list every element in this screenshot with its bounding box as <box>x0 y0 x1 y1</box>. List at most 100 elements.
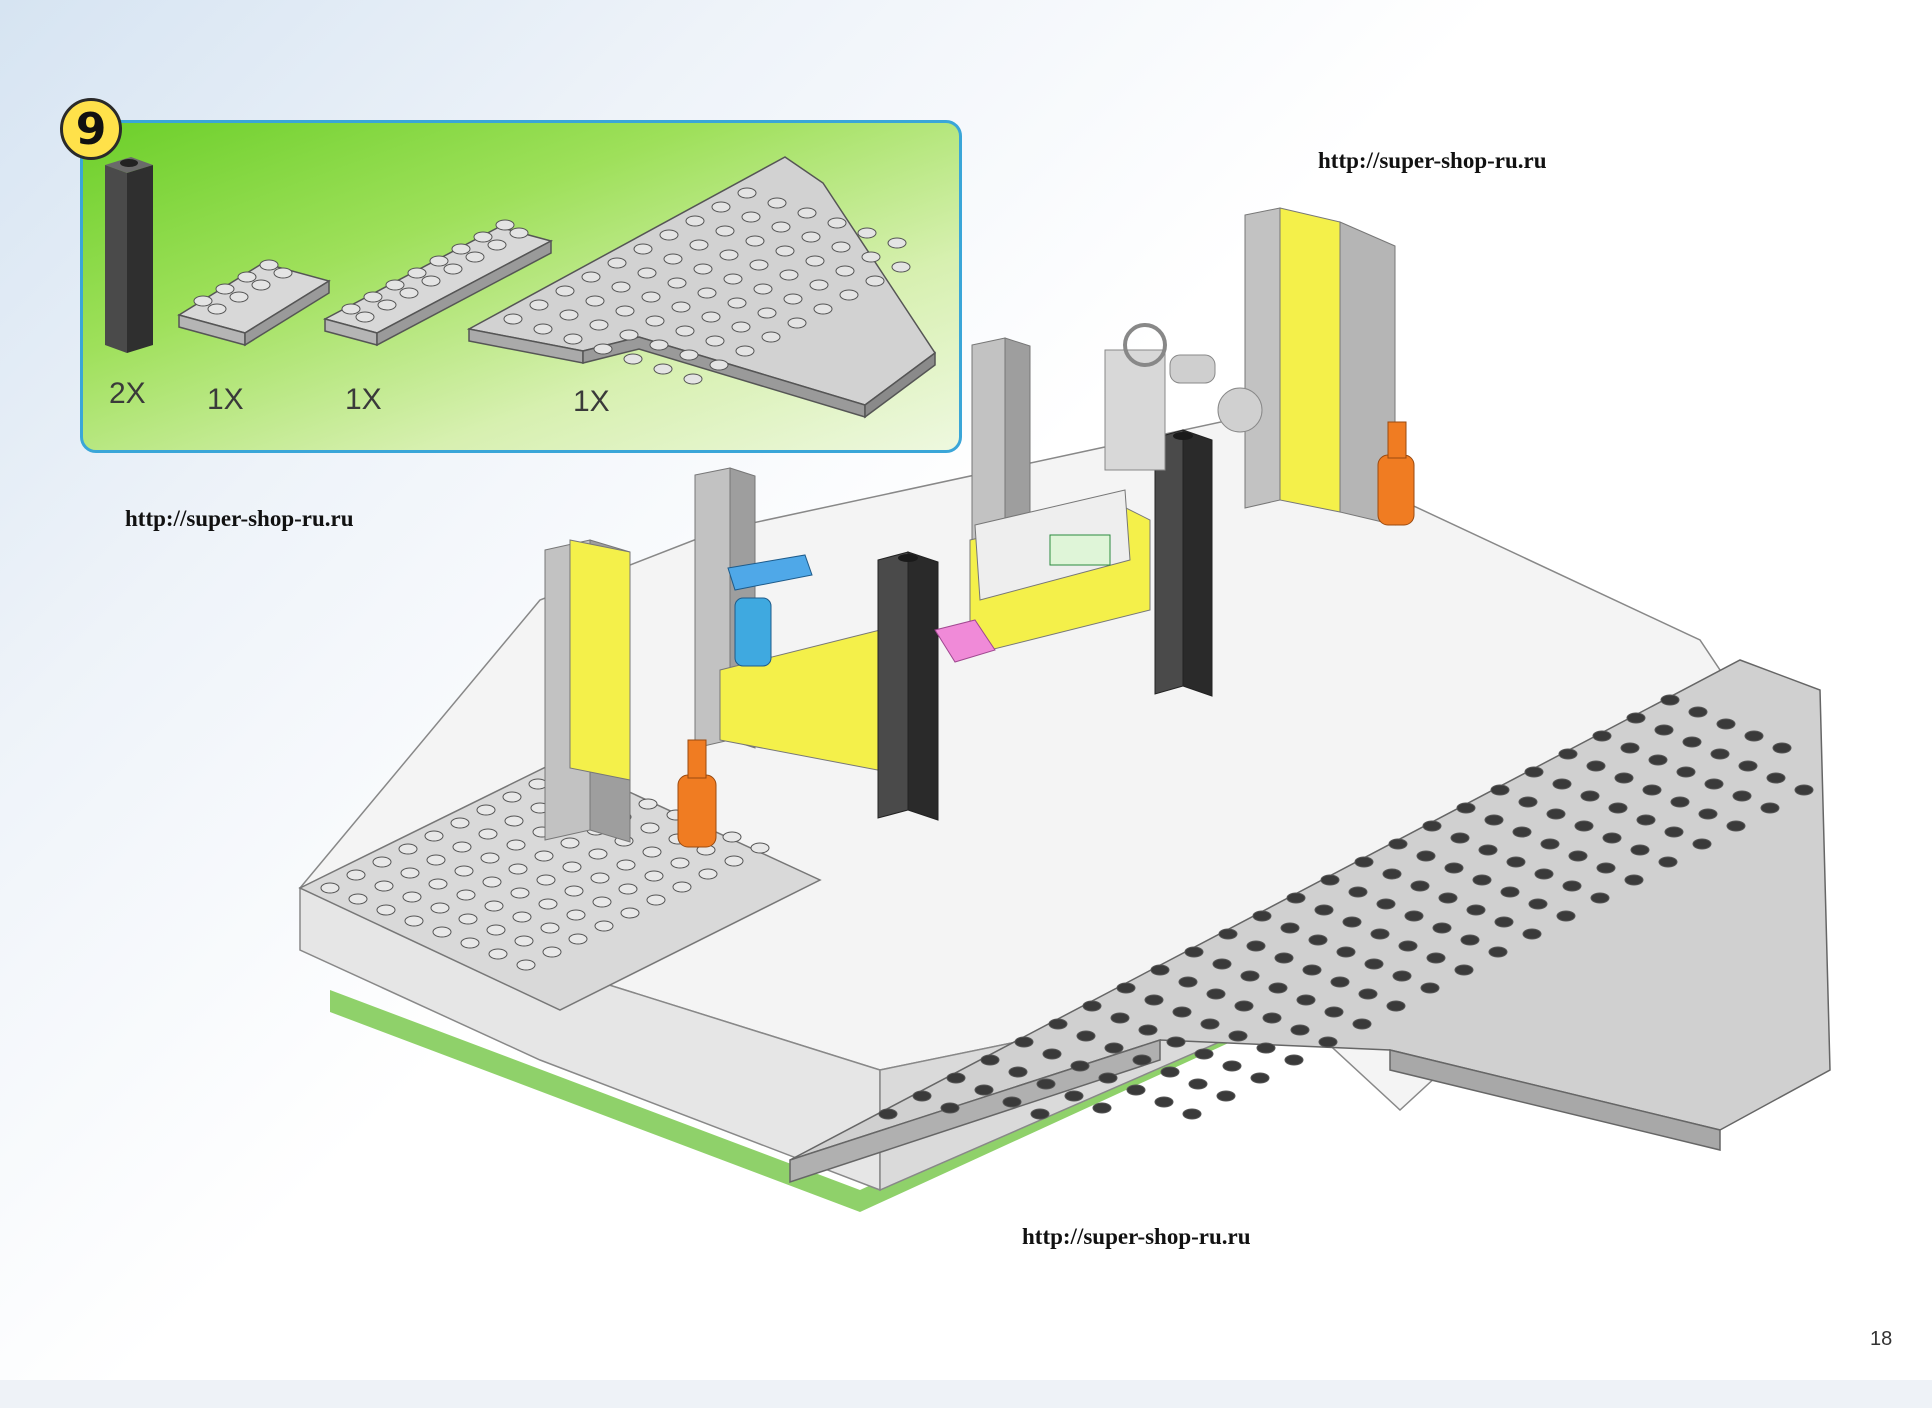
stud <box>1620 742 1640 754</box>
stud <box>1636 814 1656 826</box>
stud <box>193 295 213 307</box>
stud <box>670 857 690 869</box>
stud <box>341 303 361 315</box>
stud <box>1194 1048 1214 1060</box>
stud <box>229 291 249 303</box>
stud <box>645 315 665 327</box>
stud <box>1336 946 1356 958</box>
stud <box>495 219 515 231</box>
stud <box>640 822 660 834</box>
stud <box>1744 730 1764 742</box>
stud <box>207 303 227 315</box>
stud <box>514 935 534 947</box>
stud <box>672 881 692 893</box>
stud <box>1104 1042 1124 1054</box>
stud <box>1732 790 1752 802</box>
stud <box>1110 1012 1130 1024</box>
stud <box>1290 1024 1310 1036</box>
stud <box>1642 784 1662 796</box>
stud <box>1246 940 1266 952</box>
stud <box>1704 778 1724 790</box>
stud <box>1614 772 1634 784</box>
stud <box>887 237 907 249</box>
stud <box>355 311 375 323</box>
stud <box>1710 748 1730 760</box>
stud <box>779 269 799 281</box>
stud <box>1280 922 1300 934</box>
stud <box>727 297 747 309</box>
stud <box>588 848 608 860</box>
stud <box>1688 706 1708 718</box>
stud <box>649 339 669 351</box>
stud <box>1252 910 1272 922</box>
stud <box>1014 1036 1034 1048</box>
stud <box>1556 910 1576 922</box>
stud <box>533 323 553 335</box>
stud <box>566 909 586 921</box>
stud <box>1670 796 1690 808</box>
stud <box>1182 1108 1202 1120</box>
stud <box>1296 994 1316 1006</box>
stud <box>452 841 472 853</box>
stud <box>644 870 664 882</box>
parts-illustration <box>105 156 937 419</box>
stud <box>1692 838 1712 850</box>
stud <box>646 894 666 906</box>
stud <box>757 307 777 319</box>
stud <box>402 891 422 903</box>
stud <box>1500 886 1520 898</box>
stud <box>689 239 709 251</box>
stud <box>1450 832 1470 844</box>
stud <box>1552 778 1572 790</box>
stud <box>1416 850 1436 862</box>
stud <box>1178 976 1198 988</box>
stud <box>1658 856 1678 868</box>
stud <box>1602 832 1622 844</box>
watermark-url: http://super-shop-ru.ru <box>1022 1224 1251 1249</box>
stud <box>675 325 695 337</box>
stud <box>827 217 847 229</box>
stud <box>563 333 583 345</box>
stud <box>615 305 635 317</box>
stud <box>589 319 609 331</box>
stud <box>516 959 536 971</box>
stud <box>1234 1000 1254 1012</box>
stud <box>443 263 463 275</box>
stud <box>750 842 770 854</box>
stud <box>659 229 679 241</box>
stud <box>1490 784 1510 796</box>
stud <box>506 839 526 851</box>
stud <box>1438 892 1458 904</box>
page-bottom-edge <box>0 1380 1932 1408</box>
stud <box>940 1102 960 1114</box>
stud <box>1422 820 1442 832</box>
stud <box>735 345 755 357</box>
stud <box>1284 1054 1304 1066</box>
stud <box>456 889 476 901</box>
stud <box>1144 994 1164 1006</box>
stud <box>1228 1030 1248 1042</box>
stud <box>783 293 803 305</box>
stud <box>1154 1096 1174 1108</box>
stud <box>1478 844 1498 856</box>
stud <box>1590 892 1610 904</box>
stud <box>374 880 394 892</box>
stud <box>1460 934 1480 946</box>
stud <box>1376 898 1396 910</box>
stud <box>259 259 279 271</box>
stud <box>1314 904 1334 916</box>
stud <box>1324 1006 1344 1018</box>
stud <box>1008 1066 1028 1078</box>
part-quantity: 2X <box>109 377 146 410</box>
part-quantity: 1X <box>573 385 610 418</box>
stud <box>831 241 851 253</box>
stud <box>809 279 829 291</box>
stud <box>861 251 881 263</box>
stud <box>509 227 529 239</box>
stud <box>1512 826 1532 838</box>
stud <box>1268 982 1288 994</box>
stud <box>1794 784 1814 796</box>
stud <box>1454 964 1474 976</box>
stud <box>372 856 392 868</box>
stud <box>1494 916 1514 928</box>
